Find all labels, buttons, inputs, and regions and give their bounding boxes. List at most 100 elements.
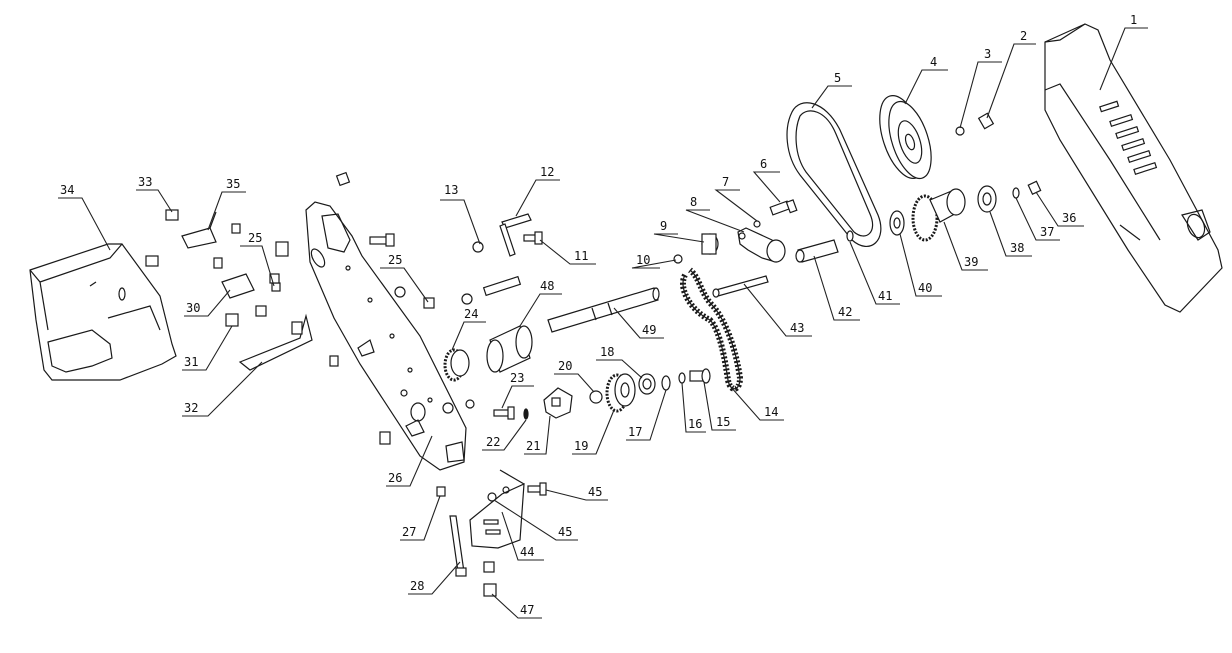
part-pin-22 bbox=[523, 408, 529, 420]
callout-42: 42 bbox=[813, 255, 860, 321]
part-nut-45 bbox=[487, 492, 497, 502]
callout-16: 16 bbox=[681, 382, 706, 433]
callout-label: 8 bbox=[690, 195, 697, 209]
callout-label: 18 bbox=[600, 345, 614, 359]
callout-label: 20 bbox=[558, 359, 572, 373]
part-gear-24 bbox=[443, 348, 470, 382]
callout-22: 22 bbox=[482, 419, 527, 451]
callout-label: 14 bbox=[764, 405, 778, 419]
callout-label: 43 bbox=[790, 321, 804, 335]
callout-17: 17 bbox=[626, 389, 667, 441]
callout-20: 20 bbox=[554, 359, 595, 393]
callout-label: 45 bbox=[558, 525, 572, 539]
callout-28: 28 bbox=[408, 561, 461, 595]
callout-label: 25 bbox=[388, 253, 402, 267]
callout-43: 43 bbox=[743, 283, 812, 337]
callout-8: 8 bbox=[685, 195, 745, 233]
callout-26: 26 bbox=[386, 435, 433, 487]
cover-vent-slots bbox=[1099, 100, 1158, 176]
part-bracket-44 bbox=[469, 469, 525, 549]
callout-label: 41 bbox=[878, 289, 892, 303]
callout-4: 4 bbox=[904, 55, 948, 105]
callout-label: 35 bbox=[226, 177, 240, 191]
callout-label: 48 bbox=[540, 279, 554, 293]
part-nut-47 bbox=[483, 561, 497, 597]
callout-label: 31 bbox=[184, 355, 198, 369]
callout-18: 18 bbox=[596, 345, 643, 379]
callout-label: 11 bbox=[574, 249, 588, 263]
callout-label: 24 bbox=[464, 307, 478, 321]
callout-1: 1 bbox=[1099, 13, 1148, 91]
part-bearing-18 bbox=[638, 373, 656, 395]
part-bearing-40 bbox=[889, 210, 905, 236]
callout-36: 36 bbox=[1035, 191, 1084, 227]
callout-label: 10 bbox=[636, 253, 650, 267]
part-bolt-6 bbox=[769, 199, 798, 216]
callout-33: 33 bbox=[136, 175, 173, 213]
part-washer-16 bbox=[678, 372, 686, 384]
part-pulley-4 bbox=[879, 95, 932, 180]
callout-47: 47 bbox=[491, 593, 542, 619]
callout-49: 49 bbox=[613, 307, 664, 339]
part-clip-17 bbox=[661, 375, 671, 391]
callout-label: 45 bbox=[588, 485, 602, 499]
part-bolt-15 bbox=[689, 368, 711, 384]
callout-41: 41 bbox=[849, 241, 900, 305]
part-bolt-45 bbox=[527, 482, 547, 496]
part-bearing-38 bbox=[977, 185, 997, 213]
part-nut-13 bbox=[472, 241, 484, 253]
part-axle-43 bbox=[712, 275, 769, 298]
callout-34: 34 bbox=[58, 183, 111, 251]
callout-label: 44 bbox=[520, 545, 534, 559]
part-bracket-30 bbox=[213, 257, 281, 299]
part-pin-12 bbox=[499, 213, 532, 257]
callout-label: 33 bbox=[138, 175, 152, 189]
callout-label: 22 bbox=[486, 435, 500, 449]
part-plate-26 bbox=[305, 201, 467, 471]
part-coupling-48 bbox=[486, 325, 533, 373]
callout-21: 21 bbox=[524, 415, 551, 455]
callout-6: 6 bbox=[752, 157, 781, 203]
part-washer-41 bbox=[846, 230, 854, 242]
part-bolt-28 bbox=[449, 515, 467, 577]
callout-27: 27 bbox=[400, 495, 441, 541]
callout-label: 12 bbox=[540, 165, 554, 179]
callout-label: 34 bbox=[60, 183, 74, 197]
callout-3: 3 bbox=[959, 47, 1002, 129]
part-chain-14 bbox=[680, 267, 744, 392]
part-spacer-9 bbox=[701, 233, 719, 255]
callout-30: 30 bbox=[184, 289, 231, 317]
callout-label: 7 bbox=[722, 175, 729, 189]
callout-label: 15 bbox=[716, 415, 730, 429]
callout-label: 28 bbox=[410, 579, 424, 593]
callout-label: 39 bbox=[964, 255, 978, 269]
callout-label: 42 bbox=[838, 305, 852, 319]
callout-14: 14 bbox=[729, 385, 784, 421]
part-belt-5 bbox=[786, 102, 882, 247]
callout-19: 19 bbox=[572, 409, 615, 455]
part-nut-3 bbox=[955, 126, 965, 136]
callout-5: 5 bbox=[811, 71, 852, 109]
callout-13: 13 bbox=[440, 183, 481, 245]
callout-39: 39 bbox=[943, 221, 988, 271]
callout-label: 25 bbox=[248, 231, 262, 245]
callout-label: 36 bbox=[1062, 211, 1076, 225]
callout-9: 9 bbox=[653, 219, 705, 243]
part-nut-36 bbox=[1027, 180, 1042, 196]
callout-12: 12 bbox=[515, 165, 560, 217]
callout-45-bottom: 45 bbox=[493, 499, 578, 541]
callout-label: 32 bbox=[184, 401, 198, 415]
callout-label: 23 bbox=[510, 371, 524, 385]
callout-label: 17 bbox=[628, 425, 642, 439]
callout-11: 11 bbox=[539, 239, 596, 265]
callout-31: 31 bbox=[182, 325, 233, 371]
callout-10: 10 bbox=[631, 253, 677, 269]
callout-label: 6 bbox=[760, 157, 767, 171]
callout-label: 5 bbox=[834, 71, 841, 85]
part-bolt-23 bbox=[493, 406, 515, 420]
callout-label: 13 bbox=[444, 183, 458, 197]
part-nut-27 bbox=[436, 486, 446, 497]
callout-label: 38 bbox=[1010, 241, 1024, 255]
callout-label: 4 bbox=[930, 55, 937, 69]
